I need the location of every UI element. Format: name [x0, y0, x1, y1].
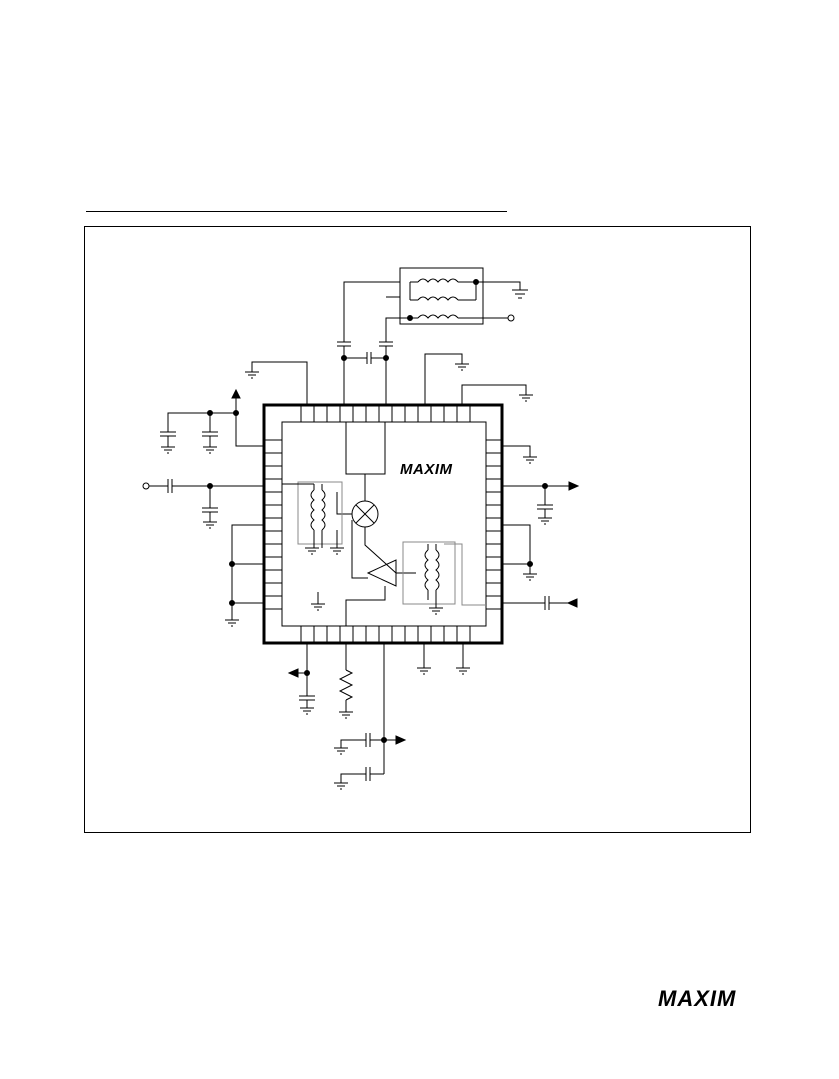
balun-right [402, 541, 486, 615]
diagram-frame [84, 226, 751, 833]
balun-left [282, 481, 344, 555]
internal-ground [311, 592, 325, 611]
right-connections [502, 445, 580, 610]
top-pins [300, 404, 471, 423]
left-pins [263, 439, 283, 610]
bottom-pins [300, 625, 471, 644]
amplifier-symbol [366, 559, 397, 587]
chip-logo: MAXIM [400, 461, 453, 478]
right-pins [485, 439, 503, 610]
left-connections [142, 388, 264, 627]
internal-wires [336, 422, 416, 626]
mixer-symbol [351, 500, 379, 528]
top-connections [245, 281, 533, 405]
ic-package: MAXIM [262, 403, 504, 645]
footer-logo: MAXIM [658, 986, 737, 1011]
bottom-connections [287, 643, 470, 790]
resistor [338, 669, 354, 701]
balun-top [399, 267, 515, 325]
section-rule [86, 211, 507, 212]
